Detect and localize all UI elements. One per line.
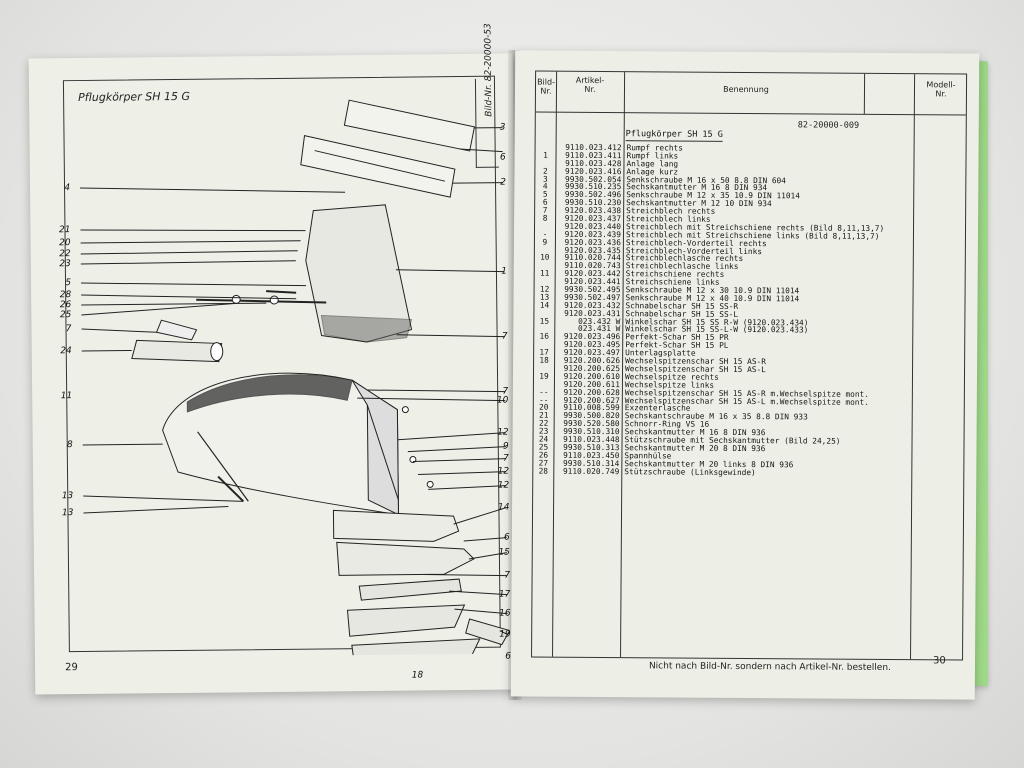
callout-number: 7 — [502, 332, 508, 342]
left-page: Pflugkörper SH 15 G Bild-Nr. 82-20000-53 — [28, 23, 520, 695]
part-wechselspitzenschar — [351, 638, 481, 659]
callout-number: 26 — [60, 300, 72, 310]
part-unterlagsplatte — [358, 578, 462, 601]
callout-number: 23 — [59, 259, 71, 269]
bild-nr-cell: 28 — [538, 466, 549, 476]
bild-nr-cell: 9 — [542, 237, 548, 247]
part-anlage-kurz — [300, 135, 456, 198]
header-benennung: Benennung — [723, 84, 769, 95]
callout-number: 16 — [499, 609, 511, 619]
bild-nr-cell: 1 — [543, 150, 548, 160]
callout-number: 7 — [66, 324, 72, 334]
callout-number: 6 — [504, 533, 510, 543]
artikel-nr-cell: 9110.020.749 — [562, 466, 620, 476]
callout-number: 19 — [499, 630, 511, 640]
header-artikel-nr: Artikel- Nr. — [575, 75, 605, 94]
bild-nr-cell: 18 — [539, 355, 549, 365]
callout-number: 11 — [61, 391, 73, 401]
callout-number: 7 — [504, 571, 510, 581]
callout-number: 12 — [497, 428, 509, 438]
callout-number: 10 — [497, 396, 509, 406]
order-note: Nicht nach Bild-Nr. sondern nach Artikel… — [648, 661, 891, 674]
part-winkelschar — [336, 541, 475, 576]
sheet-code: 82-20000-009 — [797, 120, 860, 131]
callout-number: 3 — [500, 123, 506, 133]
callout-number: 15 — [498, 548, 510, 558]
callout-number: 12 — [498, 467, 510, 477]
callout-number: 5 — [65, 278, 71, 288]
callout-number: 9 — [503, 442, 509, 452]
callout-number: 1 — [501, 267, 507, 277]
part-wechselspitze — [465, 618, 510, 646]
callout-number: 28 — [60, 290, 72, 300]
part-perfekt-schar — [346, 604, 466, 637]
exploded-parts-drawing — [80, 99, 510, 659]
part-streichschiene — [131, 339, 223, 363]
callout-number: 6 — [500, 153, 506, 163]
callout-number: 25 — [60, 310, 72, 320]
callout-number: 6 — [505, 652, 511, 662]
callout-number: 13 — [62, 491, 74, 501]
callout-number: 4 — [64, 183, 70, 193]
right-page-number: 30 — [932, 655, 946, 667]
callout-number: 17 — [499, 590, 511, 600]
header-bild-nr: Bild- Nr. — [537, 77, 556, 96]
bild-nr-cell: 16 — [539, 331, 549, 342]
bild-nr-cell: 11 — [539, 268, 550, 278]
part-schnabelschar — [332, 509, 460, 542]
bild-nr-cell: 15 — [539, 316, 550, 326]
callout-number: 18 — [412, 670, 424, 680]
callout-number: 8 — [67, 440, 73, 450]
benennung-cell: Stützschraube (Linksgewinde) — [624, 466, 756, 477]
bild-nr-cell: 19 — [539, 371, 549, 381]
table-row: 28 9110.020.749 Stützschraube (Linksgewind… — [533, 466, 963, 478]
callout-number: 13 — [62, 508, 74, 518]
callout-number: 24 — [60, 346, 72, 356]
callout-number: 20 — [59, 238, 71, 248]
part-anlage-lang — [343, 99, 476, 152]
callout-number: 14 — [498, 503, 510, 513]
callout-number: 21 — [59, 225, 71, 235]
header-modell-nr: Modell- Nr. — [926, 80, 956, 99]
bild-nr-cell: 8 — [542, 213, 548, 223]
bild-nr-cell: 10 — [540, 253, 550, 263]
callout-number: 2 — [500, 178, 506, 188]
bild-nr-cell: 14 — [539, 300, 550, 310]
callout-number: 12 — [498, 481, 510, 491]
callout-number: 22 — [59, 249, 71, 259]
section-title: Pflugkörper SH 15 G — [625, 129, 723, 142]
callout-number: 7 — [503, 454, 509, 464]
callout-number: 7 — [502, 387, 508, 397]
right-page: Bild- Nr. Artikel- Nr. Benennung Modell-… — [510, 50, 980, 700]
parts-list-table: Bild- Nr. Artikel- Nr. Benennung Modell-… — [531, 70, 968, 661]
